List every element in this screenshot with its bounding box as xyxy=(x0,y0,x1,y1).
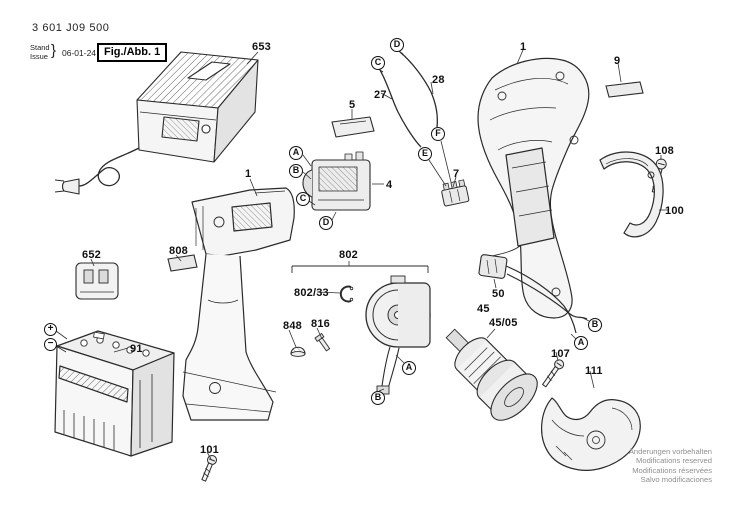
gearbox-drawing xyxy=(445,328,538,421)
part-callout-28: 28 xyxy=(432,74,445,86)
drill-body-left-drawing xyxy=(182,187,295,421)
part-callout-1-left: 1 xyxy=(245,168,252,180)
brace-glyph: } xyxy=(51,42,57,59)
part-callout-4: 4 xyxy=(386,179,393,191)
figure-label-box: Fig./Abb. 1 xyxy=(97,43,168,62)
connector-50-drawing xyxy=(478,254,588,334)
motor-assembly-drawing xyxy=(290,265,431,395)
part-callout-1-right: 1 xyxy=(520,41,527,53)
wire-marker-f-cable: F xyxy=(431,127,445,141)
wire-marker-b-motor: B xyxy=(371,391,385,405)
wire-marker-d-switch: D xyxy=(319,216,333,230)
wire-marker-a-right: A xyxy=(574,336,588,350)
part-callout-111: 111 xyxy=(585,365,603,377)
revision-notice: Änderungen vorbehalten Modifications res… xyxy=(596,447,712,484)
wire-marker-c-switch: C xyxy=(296,192,310,206)
revision-notice-fr: Modifications réservées xyxy=(632,465,712,475)
part-callout-107: 107 xyxy=(551,348,570,360)
part-callout-27: 27 xyxy=(374,89,387,101)
part-callout-816: 816 xyxy=(311,318,330,330)
part-callout-91: 91 xyxy=(130,343,143,355)
part-callout-848: 848 xyxy=(283,320,302,332)
battery-minus-marker: − xyxy=(44,338,57,351)
wire-marker-a-motor: A xyxy=(402,361,416,375)
revision-notice-en: Modifications reserved xyxy=(636,456,712,466)
part-callout-50: 50 xyxy=(492,288,505,300)
part-callout-7: 7 xyxy=(453,168,460,180)
wire-marker-b-switch: B xyxy=(289,164,303,178)
housing-111-drawing xyxy=(541,397,641,471)
connector-7-drawing xyxy=(441,179,470,207)
part-callout-45: 45 xyxy=(477,303,490,315)
part-callout-101: 101 xyxy=(200,444,219,456)
part-callout-45-05: 45/05 xyxy=(489,317,518,329)
battery-pack-drawing xyxy=(54,330,175,457)
stand-issue-labels: Stand Issue xyxy=(30,43,50,61)
revision-notice-de: Änderungen vorbehalten xyxy=(628,447,712,456)
part-callout-108: 108 xyxy=(655,145,674,157)
leader-lines xyxy=(55,49,668,460)
wire-marker-e-cable: E xyxy=(418,147,432,161)
wire-marker-c-cable: C xyxy=(371,56,385,70)
document-part-number: 3 601 J09 500 xyxy=(32,22,110,34)
charger-drawing xyxy=(54,51,259,195)
part-callout-802-33: 802/33 xyxy=(294,287,329,299)
part-9-drawing xyxy=(605,81,644,98)
part-callout-9: 9 xyxy=(614,55,621,67)
issue-label: Issue xyxy=(30,51,48,61)
drill-body-right-drawing xyxy=(477,57,590,319)
battery-plus-marker: + xyxy=(44,323,57,336)
switch-drawing xyxy=(302,116,375,211)
screw-101-drawing xyxy=(201,455,217,482)
part-callout-808: 808 xyxy=(169,245,188,257)
part-callout-5: 5 xyxy=(349,99,356,111)
screw-107-drawing xyxy=(541,359,565,388)
part-808-drawing xyxy=(167,254,198,272)
part-callout-652: 652 xyxy=(82,249,101,261)
wire-marker-b-right: B xyxy=(588,318,602,332)
part-callout-100: 100 xyxy=(665,205,684,217)
part-callout-802: 802 xyxy=(339,249,358,261)
part-callout-653: 653 xyxy=(252,41,271,53)
revision-notice-es: Salvo modificaciones xyxy=(640,474,712,484)
belt-clip-drawing xyxy=(599,151,664,238)
wire-marker-a-switch: A xyxy=(289,146,303,160)
stand-label: Stand xyxy=(30,43,50,52)
part-652-drawing xyxy=(75,262,119,300)
wire-marker-d-cable: D xyxy=(390,38,404,52)
issue-date: 06-01-24 xyxy=(62,48,97,58)
